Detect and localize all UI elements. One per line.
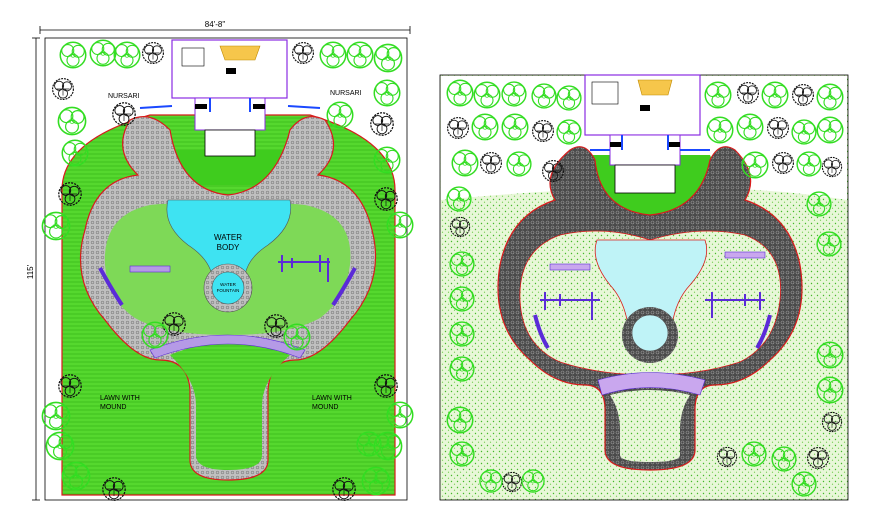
water-body-label-2: BODY xyxy=(217,243,240,252)
width-dimension: 84'-8" xyxy=(205,20,226,29)
building-left xyxy=(139,39,321,157)
left-site-plan: 84'-8" 115' WATER BODY WATER FOUNTAIN xyxy=(26,20,414,501)
fountain-label-1: WATER xyxy=(220,282,236,287)
right-site-plan xyxy=(439,74,849,501)
lawn-label-left-1: LAWN WITH xyxy=(100,395,140,402)
dimension-lines: 84'-8" 115' xyxy=(26,20,411,501)
bench-left xyxy=(98,267,124,307)
fountain-label-2: FOUNTAIN xyxy=(217,288,240,293)
lower-lawn xyxy=(170,342,290,470)
nursery-label-right: NURSARI xyxy=(330,90,362,97)
water-fountain xyxy=(211,271,245,305)
nursery-label-left: NURSARI xyxy=(108,93,140,100)
pergola-right xyxy=(597,372,706,396)
play-equipment xyxy=(278,255,330,282)
fountain-right xyxy=(631,314,669,352)
bench-bar-left-right-plan xyxy=(549,263,591,271)
pergola-arc xyxy=(149,334,306,359)
height-dimension: 115' xyxy=(26,264,35,279)
water-body-label-1: WATER xyxy=(214,233,242,242)
bench-left-right-plan xyxy=(533,314,550,350)
bench-right xyxy=(331,267,357,307)
bench-bar-right-right-plan xyxy=(724,251,766,259)
bench-right-right-plan xyxy=(755,314,772,350)
entry-lawn xyxy=(163,150,292,185)
building-right xyxy=(584,74,710,194)
lawn-label-right-1: LAWN WITH xyxy=(312,395,352,402)
lawn-label-right-2: MOUND xyxy=(312,404,338,411)
bench-bar-left xyxy=(129,265,171,273)
lawn-label-left-2: MOUND xyxy=(100,404,126,411)
play-equipment-left xyxy=(540,292,600,320)
lower-lawn-right xyxy=(610,390,690,462)
play-equipment-right xyxy=(705,292,765,318)
